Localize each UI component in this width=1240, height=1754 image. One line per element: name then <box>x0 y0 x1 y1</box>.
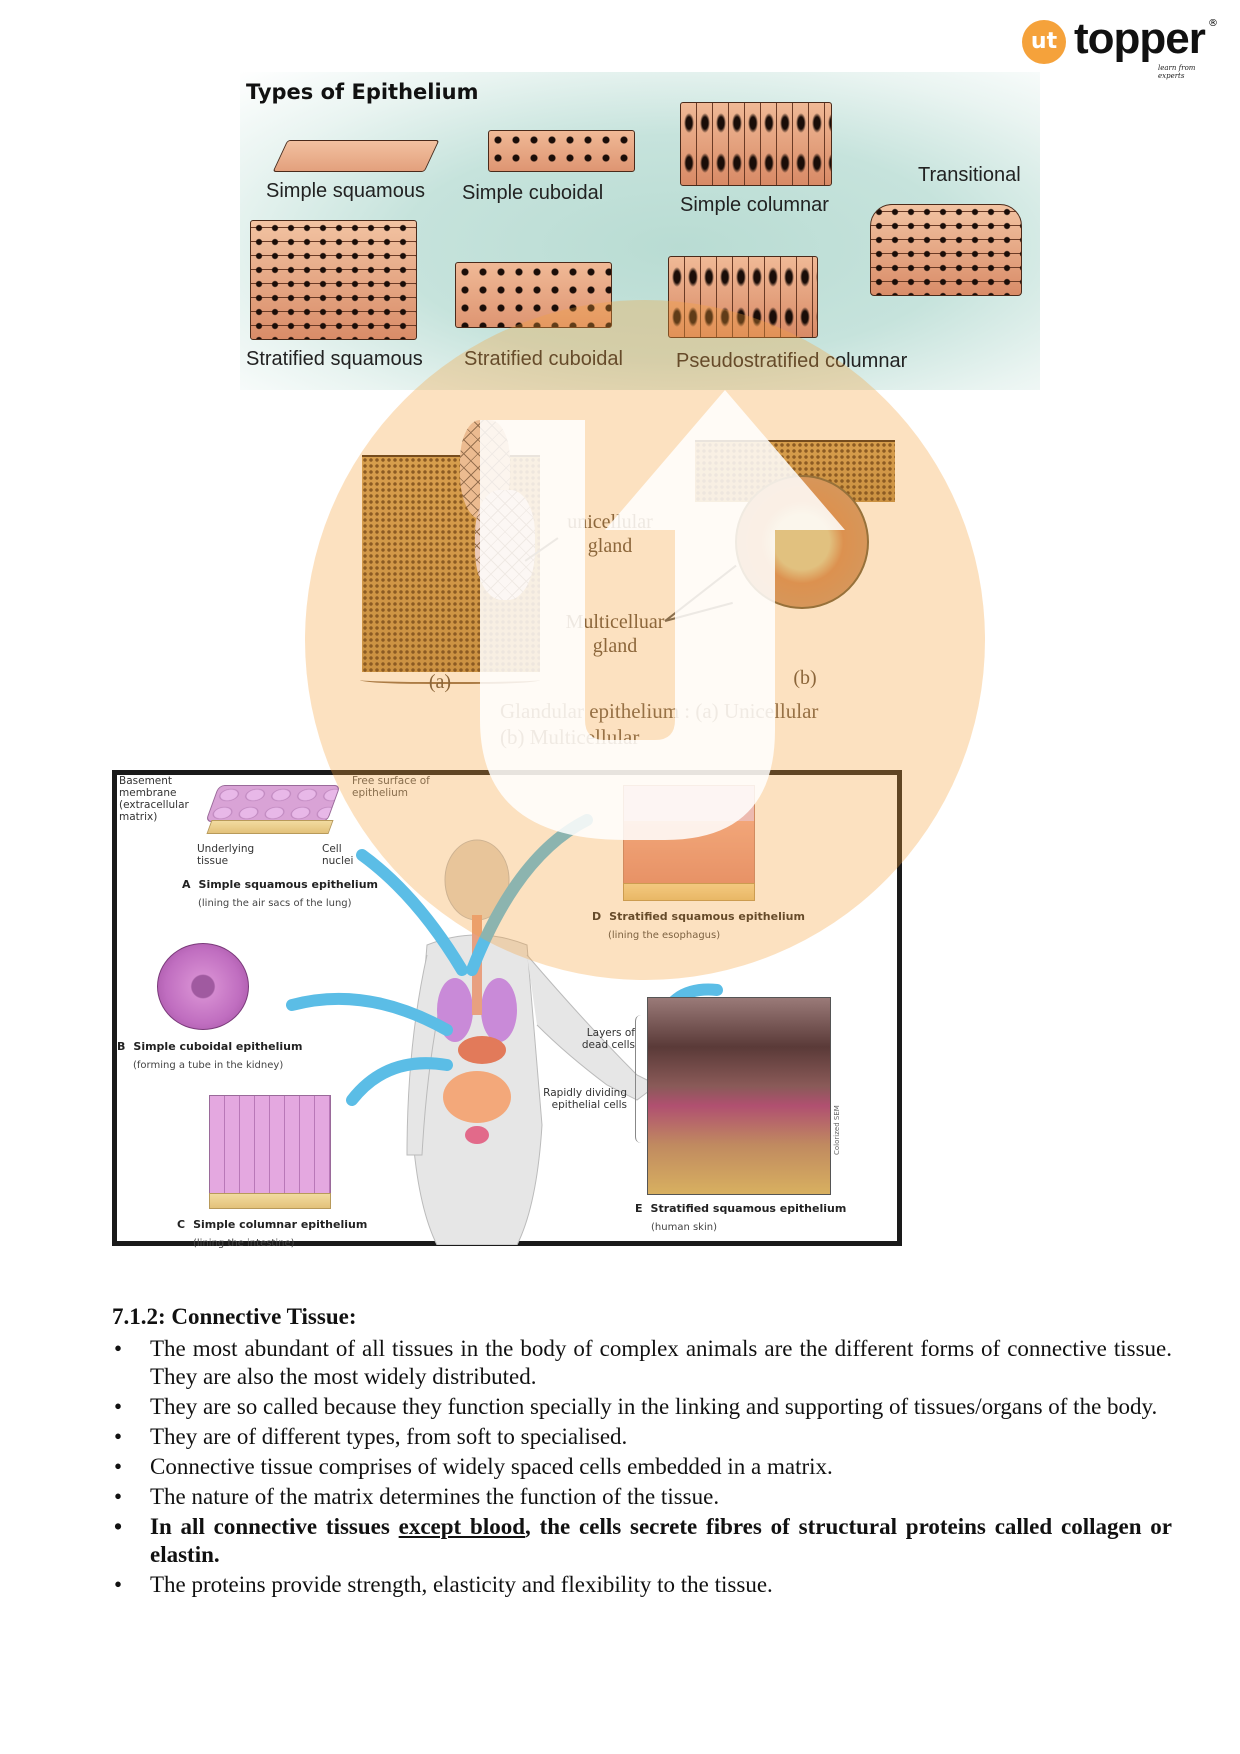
simple-squamous-illustration <box>272 140 440 172</box>
panel-d-caption: D Stratified squamous epithelium (lining… <box>592 910 805 941</box>
panel-a-caption: A Simple squamous epithelium (lining the… <box>182 878 378 909</box>
unicellular-gland-label: unicellular gland <box>567 511 653 557</box>
stomach <box>458 1036 506 1064</box>
figure-title: Types of Epithelium <box>246 80 479 104</box>
skin-sem-image <box>647 997 831 1195</box>
credit-label: Colorized SEM <box>833 1105 841 1155</box>
label-stratified-cuboidal: Stratified cuboidal <box>464 348 623 370</box>
bladder <box>465 1126 489 1144</box>
bullet-icon: • <box>114 1424 123 1449</box>
panel-e-caption: E Stratified squamous epithelium (human … <box>635 1202 847 1233</box>
rapidly-dividing-label: Rapidly dividing epithelial cells <box>543 1087 627 1111</box>
transitional-illustration <box>870 204 1022 296</box>
simple-columnar-base <box>209 1193 331 1209</box>
simple-cuboidal-tube <box>157 943 249 1030</box>
types-of-epithelium-figure: Types of Epithelium Simple squamous Simp… <box>240 72 1040 390</box>
label-simple-cuboidal: Simple cuboidal <box>462 182 604 204</box>
bullet-item: •They are of different types, from soft … <box>114 1424 628 1449</box>
layers-dead-cells-label: Layers of dead cells <box>581 1027 635 1051</box>
bullet-item: •The proteins provide strength, elastici… <box>114 1572 773 1597</box>
intestine <box>443 1071 511 1123</box>
bullet-item: •They are so called because they functio… <box>114 1394 1158 1419</box>
glandular-caption: Glandular epithelium : (a) Unicellular (… <box>500 699 819 749</box>
label-simple-squamous: Simple squamous <box>266 180 425 202</box>
bullet-icon: • <box>114 1572 123 1597</box>
stratified-squamous-illustration <box>250 220 417 340</box>
underlying-tissue-label: Underlying tissue <box>197 843 255 867</box>
panel-b-caption: B Simple cuboidal epithelium (forming a … <box>117 1040 303 1071</box>
bullet-item-emphasis: •In all connective tissues except blood,… <box>114 1514 1173 1567</box>
cell-nuclei-label: Cell nuclei <box>322 843 354 867</box>
topper-logo: ut topper ® learn from experts <box>1022 14 1222 80</box>
stratified-squamous-base <box>623 883 755 901</box>
simple-columnar-illustration <box>680 102 832 186</box>
brand-tagline: learn from experts <box>1158 64 1196 80</box>
underlined-phrase: except blood <box>398 1514 526 1539</box>
multicellular-gland-acinus <box>735 475 869 609</box>
label-pseudostratified-columnar: Pseudostratified columnar <box>676 350 908 372</box>
label-simple-columnar: Simple columnar <box>680 194 829 216</box>
arrow-to-panel-d <box>466 814 593 976</box>
bullet-icon: • <box>114 1336 123 1361</box>
free-surface-label: Free surface of epithelium <box>352 775 430 799</box>
pseudostratified-columnar-illustration <box>668 256 818 338</box>
label-stratified-squamous: Stratified squamous <box>246 348 423 370</box>
panel-b-label: (b) <box>793 667 817 689</box>
panel-a-label: (a) <box>428 671 452 693</box>
arrow-to-panel-c <box>346 1057 453 1106</box>
bullet-icon: • <box>114 1394 123 1419</box>
lung-right <box>481 978 517 1042</box>
label-transitional: Transitional <box>918 164 1021 186</box>
section-heading: 7.1.2: Connective Tissue: <box>112 1304 357 1329</box>
simple-cuboidal-illustration <box>488 130 635 172</box>
bullet-item: •The most abundant of all tissues in the… <box>114 1336 1172 1389</box>
bullet-item: •Connective tissue comprises of widely s… <box>114 1454 833 1479</box>
simple-columnar-block <box>209 1095 331 1197</box>
bullet-list: •The most abundant of all tissues in the… <box>112 1335 1172 1599</box>
basement-line-a <box>360 674 540 684</box>
unicellular-gland-cells <box>475 490 535 600</box>
bullet-icon: • <box>114 1454 123 1479</box>
glandular-epithelium-figure: unicellular gland Multicelluar gland (a)… <box>360 420 940 770</box>
stratified-cuboidal-illustration <box>455 262 612 328</box>
registered-mark: ® <box>1208 18 1218 29</box>
bullet-icon: • <box>114 1484 123 1509</box>
connective-tissue-section: 7.1.2: Connective Tissue: •The most abun… <box>112 1303 1172 1601</box>
epithelium-locations-figure: Basement membrane (extracellular matrix)… <box>112 770 902 1249</box>
panel-c-caption: C Simple columnar epithelium (lining the… <box>177 1218 368 1249</box>
arrow-to-panel-b <box>286 992 453 1036</box>
brand-name: topper <box>1074 14 1206 63</box>
arrow-to-panel-a <box>356 849 468 976</box>
bracket <box>635 1015 646 1143</box>
human-body-illustration <box>406 839 658 1245</box>
stratified-squamous-block <box>623 785 755 887</box>
basement-membrane-label: Basement membrane (extracellular matrix) <box>119 775 189 823</box>
bullet-icon: • <box>114 1514 123 1539</box>
bullet-item: •The nature of the matrix determines the… <box>114 1484 720 1509</box>
leader-line-multicellular-1 <box>664 564 737 622</box>
topper-logo-icon: ut <box>1022 20 1066 64</box>
multicellular-gland-label: Multicelluar gland <box>565 611 665 657</box>
